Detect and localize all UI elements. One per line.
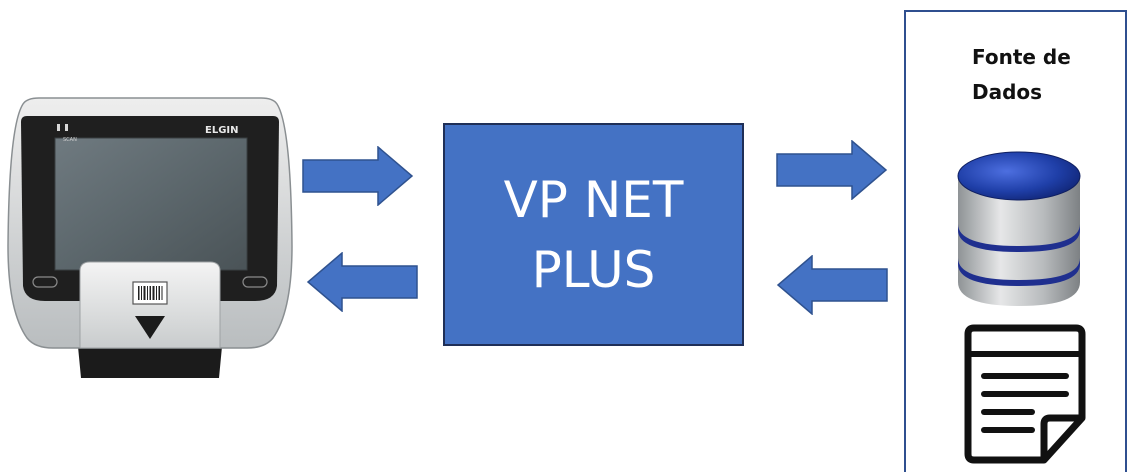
led-icon xyxy=(57,124,60,131)
down-triangle-icon xyxy=(135,316,165,339)
device-brand: ELGIN xyxy=(205,125,239,136)
data-source-title: Fonte de Dados xyxy=(972,40,1112,110)
arrow-left-icon xyxy=(776,255,888,315)
document-icon xyxy=(964,324,1086,464)
data-source-title-line2: Dados xyxy=(972,80,1043,104)
vp-box-line2: PLUS xyxy=(531,240,656,299)
right-key-icon xyxy=(242,276,268,288)
vp-box-line1: VP NET xyxy=(503,170,684,229)
vp-net-plus-box: VP NET PLUS xyxy=(443,123,744,346)
price-checker-device: SCAN ELGIN xyxy=(7,97,293,378)
arrow-right-icon xyxy=(302,146,414,206)
left-key-icon xyxy=(32,276,58,288)
arrow-right-icon xyxy=(776,140,888,200)
arrow-left-icon xyxy=(306,252,418,312)
led-icon xyxy=(65,124,68,131)
led-label: SCAN xyxy=(63,137,77,143)
database-icon xyxy=(957,151,1081,306)
data-source-title-line1: Fonte de xyxy=(972,45,1071,69)
